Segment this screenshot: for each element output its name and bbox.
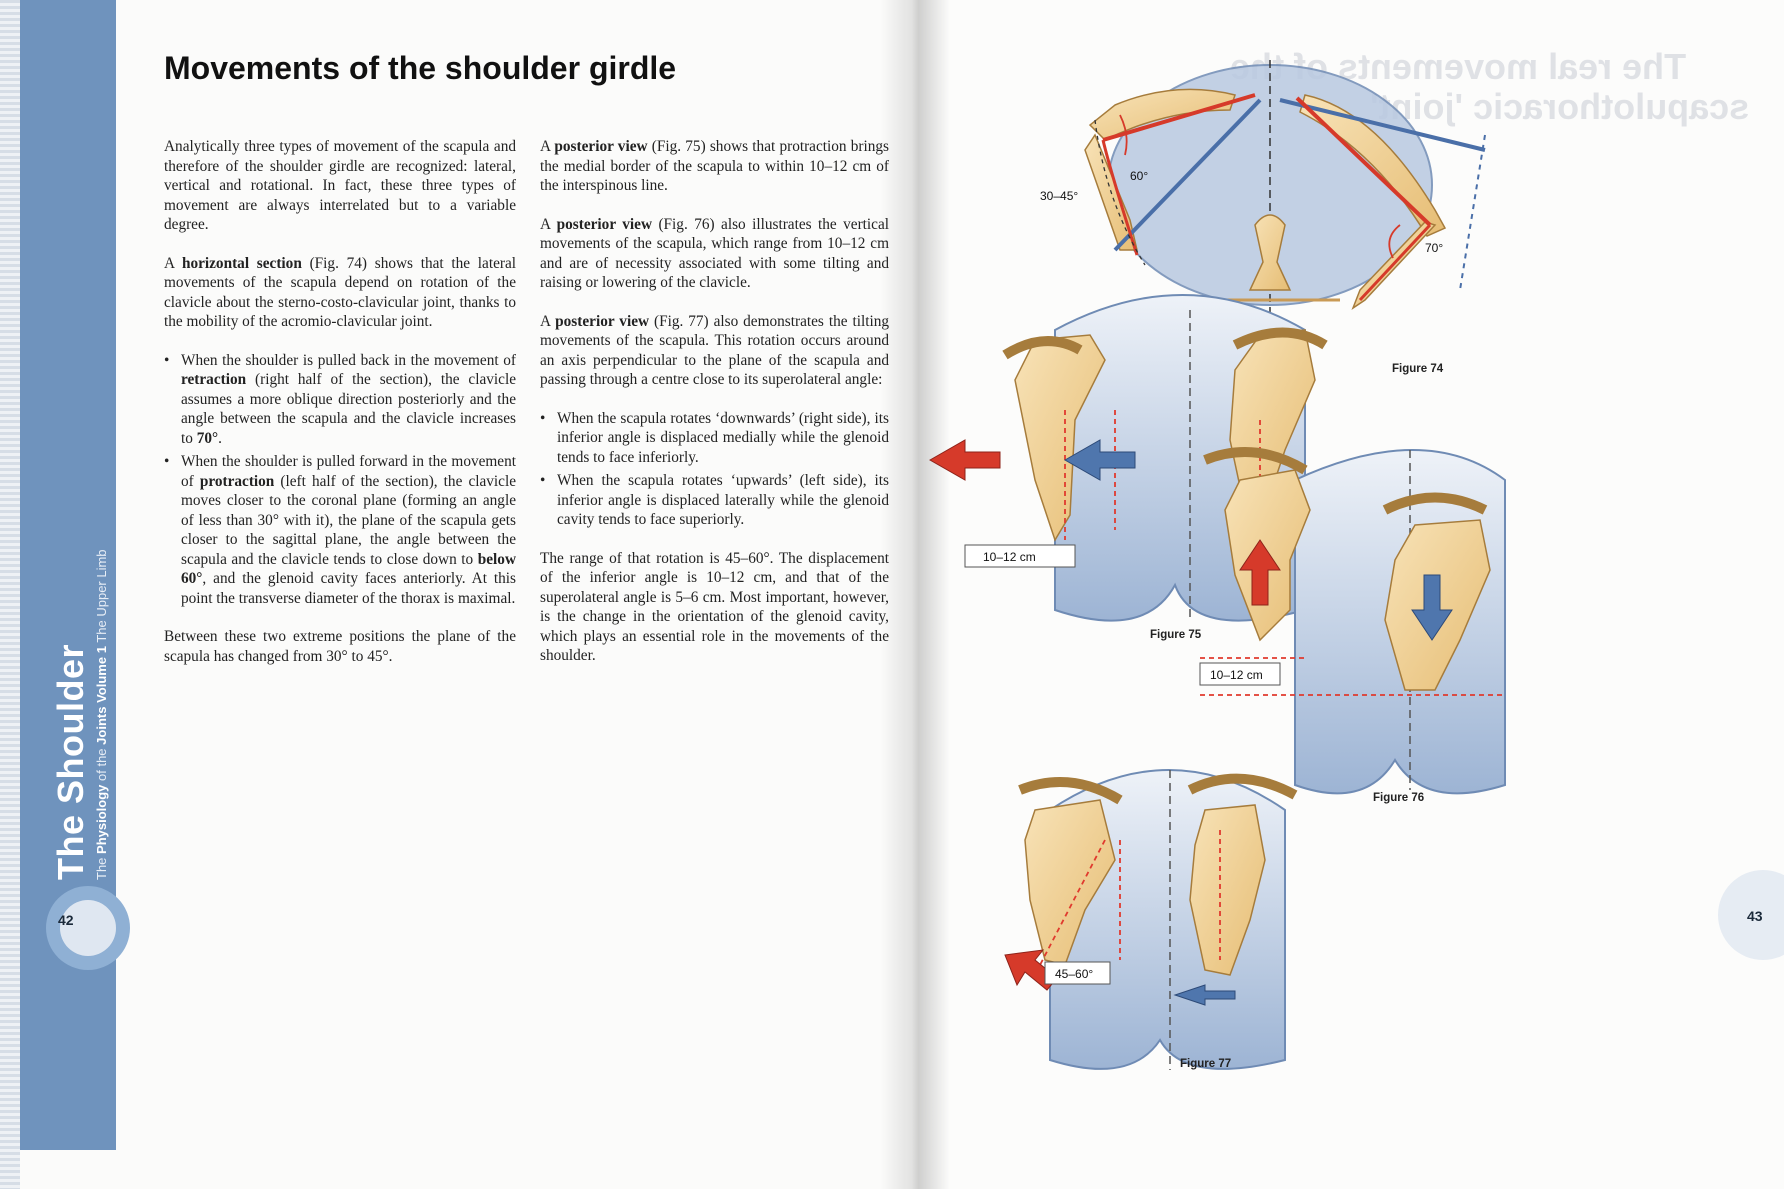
angle-arc-60 xyxy=(1119,114,1128,156)
figure-76: 10–12 cm Figure 76 xyxy=(1199,447,1506,804)
paragraph: A horizontal section (Fig. 74) shows tha… xyxy=(164,254,517,331)
page-edges xyxy=(0,0,20,1189)
paragraph: The range of that rotation is 45–60°. Th… xyxy=(540,549,889,665)
measure-box xyxy=(964,544,1076,568)
page-number-disc-right xyxy=(1718,870,1784,960)
paragraph: Analytically three types of movement of … xyxy=(164,138,516,233)
figure-74-caption: Figure 74 xyxy=(1392,363,1444,375)
red-arrow-up xyxy=(1239,539,1281,606)
page-title: Movements of the shoulder girdle xyxy=(164,50,677,86)
list-item: When the shoulder is pulled forward in t… xyxy=(164,452,516,608)
blue-arrow-down xyxy=(1411,574,1453,641)
angle-label-60: 60° xyxy=(1130,169,1148,183)
page-number-left: 42 xyxy=(58,912,74,928)
text-column-2: A posterior view (Fig. 75) shows that pr… xyxy=(540,137,889,685)
right-clavicle-77 xyxy=(1187,773,1298,800)
measure-label-76: 10–12 cm xyxy=(1210,668,1263,682)
left-clavicle-76 xyxy=(1203,447,1308,475)
figure-74: 60° 30–45° 70° Figure 74 xyxy=(1040,60,1486,375)
paragraph: A posterior view (Fig. 75) shows that pr… xyxy=(540,138,889,194)
paragraph: A posterior view (Fig. 76) also illustra… xyxy=(540,215,889,292)
left-clavicle-75 xyxy=(1002,336,1083,360)
range-arc xyxy=(1094,119,1146,266)
figure-77-caption: Figure 77 xyxy=(1180,1058,1231,1070)
bullet-list: When the scapula rotates ‘downwards’ (ri… xyxy=(540,409,889,530)
list-item: When the scapula rotates ‘upwards’ (left… xyxy=(540,471,889,530)
clavicle-axis-right xyxy=(1295,96,1432,227)
angle-label-70: 70° xyxy=(1425,241,1443,255)
paragraph: A posterior view (Fig. 77) also demonstr… xyxy=(540,312,889,389)
list-item: When the shoulder is pulled back in the … xyxy=(164,351,516,449)
scapula-axis-left xyxy=(1101,139,1139,256)
measure-box-77 xyxy=(1044,961,1111,985)
list-item: When the scapula rotates ‘downwards’ (ri… xyxy=(540,409,889,468)
scapula-axis-right xyxy=(1358,223,1432,302)
measure-label-75: 10–12 cm xyxy=(983,550,1036,564)
vertebra xyxy=(1248,214,1292,291)
right-clavicle-75 xyxy=(1232,327,1328,350)
book-series-title: The Physiology of the Joints Volume 1 Th… xyxy=(94,549,109,880)
measure-label-77: 45–60° xyxy=(1055,967,1093,981)
text-column-1: Analytically three types of movement of … xyxy=(164,137,516,685)
dashed-tilt-left xyxy=(1039,839,1106,966)
protraction-axis xyxy=(1113,98,1262,252)
figure-76-caption: Figure 76 xyxy=(1373,792,1424,804)
chapter-side-title: The Shoulder The Physiology of the Joint… xyxy=(50,380,109,880)
measure-box-76 xyxy=(1199,662,1281,686)
blue-arrow-left xyxy=(1063,439,1136,481)
bullet-list: When the shoulder is pulled back in the … xyxy=(164,351,516,609)
book-gutter xyxy=(880,0,950,1189)
left-clavicle-77 xyxy=(1018,777,1123,805)
figures-panel: 60° 30–45° 70° Figure 74 10–12 cm Figure… xyxy=(928,60,1506,1070)
retraction-dashed xyxy=(1459,134,1486,291)
red-arrow-left xyxy=(928,439,1001,481)
chapter-title: The Shoulder xyxy=(50,643,91,880)
left-scapula xyxy=(1014,334,1106,542)
page-number-right: 43 xyxy=(1747,908,1763,924)
retraction-axis xyxy=(1279,98,1486,152)
right-clavicle-76 xyxy=(1382,492,1488,515)
figure-77: 45–60° Figure 77 xyxy=(1004,769,1298,1070)
angle-range-label: 30–45° xyxy=(1040,189,1078,203)
clavicle-axis-left xyxy=(1102,93,1256,142)
figure-75-caption: Figure 75 xyxy=(1150,629,1202,641)
page-number-disc-inner xyxy=(60,900,116,956)
right-scapula-77 xyxy=(1189,804,1266,976)
paragraph: Between these two extreme positions the … xyxy=(164,628,516,665)
angle-arc-70 xyxy=(1388,224,1401,259)
blue-arrow-tilt xyxy=(1173,984,1236,1006)
